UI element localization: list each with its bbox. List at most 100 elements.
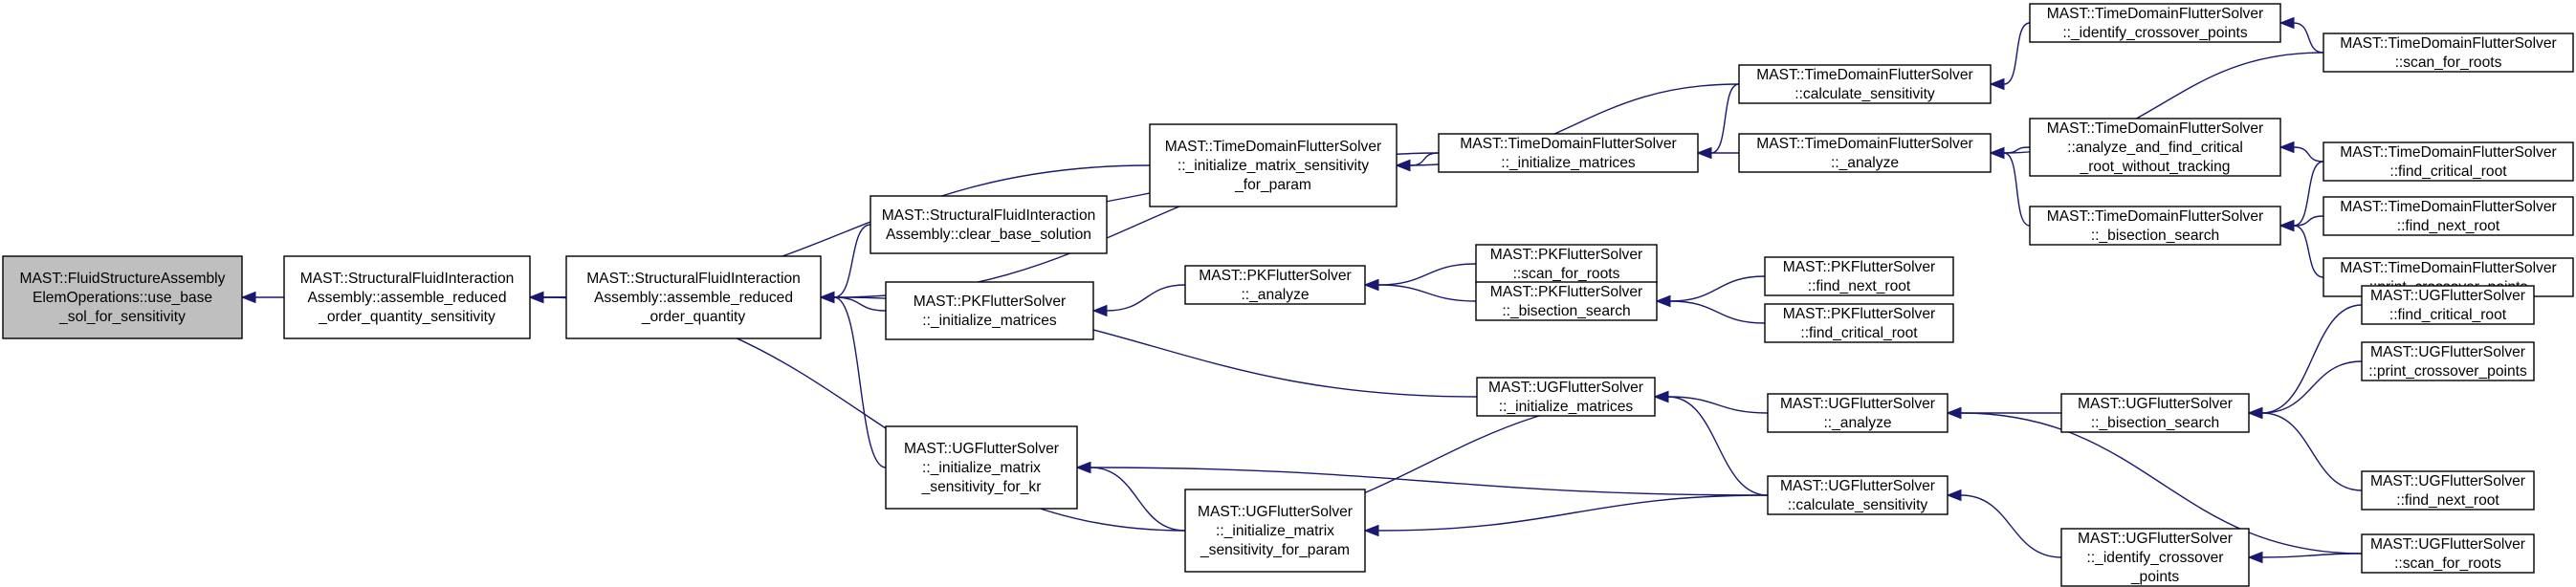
- call-edge-n21-n14: [1989, 146, 2031, 227]
- node-box: [2361, 285, 2535, 325]
- edge-line: [1090, 467, 1186, 532]
- arrowhead: [819, 291, 835, 304]
- node-box: [1764, 303, 1954, 343]
- node-label-line: _order_quantity_sensitivity: [318, 309, 495, 325]
- function-node-n9[interactable]: MAST::TimeDomainFlutterSolver::_initiali…: [1438, 133, 1699, 173]
- arrowhead: [1363, 524, 1379, 537]
- edge-line: [2261, 412, 2363, 491]
- function-node-n8[interactable]: MAST::UGFlutterSolver::_initialize_matri…: [1184, 489, 1366, 573]
- arrowhead: [1946, 489, 1962, 502]
- function-node-n31[interactable]: MAST::UGFlutterSolver::scan_for_roots: [2361, 533, 2535, 574]
- node-label-line: MAST::PKFlutterSolver: [1490, 247, 1642, 263]
- edge-line: [833, 296, 887, 468]
- node-label-line: ::_initialize_matrices: [1499, 399, 1634, 415]
- function-node-n20[interactable]: MAST::TimeDomainFlutterSolver::analyze_a…: [2029, 118, 2281, 177]
- node-label-line: Assembly::assemble_reduced: [594, 290, 793, 306]
- function-node-n7[interactable]: MAST::PKFlutterSolver::_analyze: [1184, 265, 1366, 305]
- function-node-n17[interactable]: MAST::UGFlutterSolver::_analyze: [1767, 393, 1949, 433]
- arrowhead: [1946, 406, 1962, 420]
- edge-line: [2003, 22, 2031, 85]
- function-node-n16[interactable]: MAST::PKFlutterSolver::find_critical_roo…: [1764, 303, 1954, 343]
- node-box: [885, 281, 1094, 340]
- node-label-line: MAST::TimeDomainFlutterSolver: [2340, 199, 2556, 215]
- node-label-line: ::print_crossover_points: [2368, 363, 2527, 380]
- function-node-n5[interactable]: MAST::UGFlutterSolver::_initialize_matri…: [885, 425, 1078, 510]
- function-node-n23[interactable]: MAST::UGFlutterSolver::_identify_crossov…: [2060, 528, 2250, 587]
- node-label-line: MAST::PKFlutterSolver: [1783, 306, 1935, 322]
- function-node-n4[interactable]: MAST::PKFlutterSolver::_initialize_matri…: [885, 281, 1094, 340]
- node-box: [1767, 475, 1949, 515]
- function-node-n14[interactable]: MAST::TimeDomainFlutterSolver::_analyze: [1738, 133, 1992, 173]
- function-node-n10[interactable]: MAST::PKFlutterSolver::scan_for_roots: [1475, 244, 1658, 284]
- node-box: [2029, 3, 2281, 43]
- function-node-n21[interactable]: MAST::TimeDomainFlutterSolver::_bisectio…: [2029, 206, 2281, 246]
- function-node-n15[interactable]: MAST::PKFlutterSolver::find_next_root: [1764, 256, 1954, 296]
- edge-line: [1090, 467, 1769, 496]
- function-node-n3[interactable]: MAST::StructuralFluidInteractionAssembly…: [870, 195, 1108, 254]
- edge-line: [2261, 304, 2363, 414]
- call-edge-n10-n7: [1363, 263, 1477, 292]
- call-edge-n29-n22: [2247, 360, 2363, 420]
- arrowhead: [1989, 77, 2005, 91]
- function-node-n26[interactable]: MAST::TimeDomainFlutterSolver::find_next…: [2323, 196, 2574, 236]
- node-label-line: ::_initialize_matrices: [1501, 155, 1636, 171]
- node-label-line: _sensitivity_for_param: [1200, 542, 1350, 558]
- function-node-n22[interactable]: MAST::UGFlutterSolver::_bisection_search: [2060, 393, 2250, 433]
- edge-line: [1667, 396, 1769, 496]
- edge-line: [2261, 360, 2363, 414]
- node-box: [2323, 33, 2574, 73]
- function-node-n25[interactable]: MAST::TimeDomainFlutterSolver::find_crit…: [2323, 141, 2574, 182]
- call-edge-n14-n9: [1696, 146, 1740, 160]
- node-label-line: _sol_for_sensitivity: [58, 309, 186, 325]
- call-edge-n25-n20: [2279, 141, 2324, 163]
- call-edge-n31-n23: [2247, 551, 2363, 564]
- call-edge-n31-n17: [1946, 406, 2363, 554]
- function-node-n24[interactable]: MAST::TimeDomainFlutterSolver::scan_for_…: [2323, 33, 2574, 73]
- function-node-n29[interactable]: MAST::UGFlutterSolver::print_crossover_p…: [2361, 341, 2535, 381]
- function-node-n0[interactable]: MAST::FluidStructureAssemblyElemOperatio…: [2, 255, 243, 339]
- node-label-line: Assembly::assemble_reduced: [307, 290, 506, 306]
- node-label-line: ElemOperations::use_base: [33, 290, 212, 306]
- arrowhead: [2247, 551, 2263, 564]
- call-edge-n19-n13: [1989, 22, 2031, 91]
- arrowhead: [2279, 219, 2295, 232]
- edge-line: [1669, 300, 1766, 324]
- node-label-line: ::_analyze: [1823, 415, 1891, 431]
- function-node-n11[interactable]: MAST::PKFlutterSolver::_bisection_search: [1475, 281, 1658, 321]
- function-node-n30[interactable]: MAST::UGFlutterSolver::find_next_root: [2361, 470, 2535, 511]
- arrowhead: [1363, 278, 1379, 292]
- node-label-line: MAST::TimeDomainFlutterSolver: [2047, 6, 2263, 22]
- node-label-line: MAST::PKFlutterSolver: [1490, 284, 1642, 300]
- arrowhead: [1395, 159, 1411, 172]
- edge-line: [2293, 146, 2324, 163]
- function-node-n28[interactable]: MAST::UGFlutterSolver::find_critical_roo…: [2361, 285, 2535, 325]
- arrowhead: [1075, 461, 1091, 474]
- function-node-n19[interactable]: MAST::TimeDomainFlutterSolver::_identify…: [2029, 3, 2281, 43]
- edge-line: [833, 296, 887, 312]
- function-node-n2[interactable]: MAST::StructuralFluidInteractionAssembly…: [565, 255, 822, 339]
- node-label-line: MAST::UGFlutterSolver: [2370, 288, 2525, 304]
- node-label-line: MAST::TimeDomainFlutterSolver: [2340, 35, 2556, 52]
- function-node-n6[interactable]: MAST::TimeDomainFlutterSolver::_initiali…: [1149, 123, 1398, 207]
- node-box: [283, 255, 531, 339]
- node-label-line: ::scan_for_roots: [2395, 54, 2502, 71]
- function-node-n13[interactable]: MAST::TimeDomainFlutterSolver::calculate…: [1738, 64, 1992, 104]
- call-edge-n17-n12: [1653, 390, 1769, 414]
- call-edge-n3-n2: [819, 224, 871, 304]
- arrowhead: [1091, 304, 1108, 317]
- node-label-line: ::_initialize_matrix: [922, 460, 1041, 476]
- node-label-line: MAST::TimeDomainFlutterSolver: [1756, 67, 1972, 83]
- node-label-line: MAST::TimeDomainFlutterSolver: [2047, 208, 2263, 225]
- node-label-line: MAST::UGFlutterSolver: [1488, 380, 1643, 396]
- function-node-n18[interactable]: MAST::UGFlutterSolver::calculate_sensiti…: [1767, 475, 1949, 515]
- function-node-n1[interactable]: MAST::StructuralFluidInteractionAssembly…: [283, 255, 531, 339]
- call-edge-n25-n21: [2279, 161, 2324, 232]
- node-box: [885, 425, 1078, 510]
- node-label-line: MAST::PKFlutterSolver: [1783, 259, 1935, 275]
- node-label-line: MAST::StructuralFluidInteraction: [300, 271, 515, 287]
- function-node-n12[interactable]: MAST::UGFlutterSolver::_initialize_matri…: [1476, 377, 1656, 417]
- node-label-line: MAST::UGFlutterSolver: [904, 441, 1059, 457]
- edge-line: [1377, 494, 1769, 532]
- node-label-line: ::_analyze: [1831, 155, 1899, 171]
- node-label-line: ::scan_for_roots: [1513, 266, 1620, 282]
